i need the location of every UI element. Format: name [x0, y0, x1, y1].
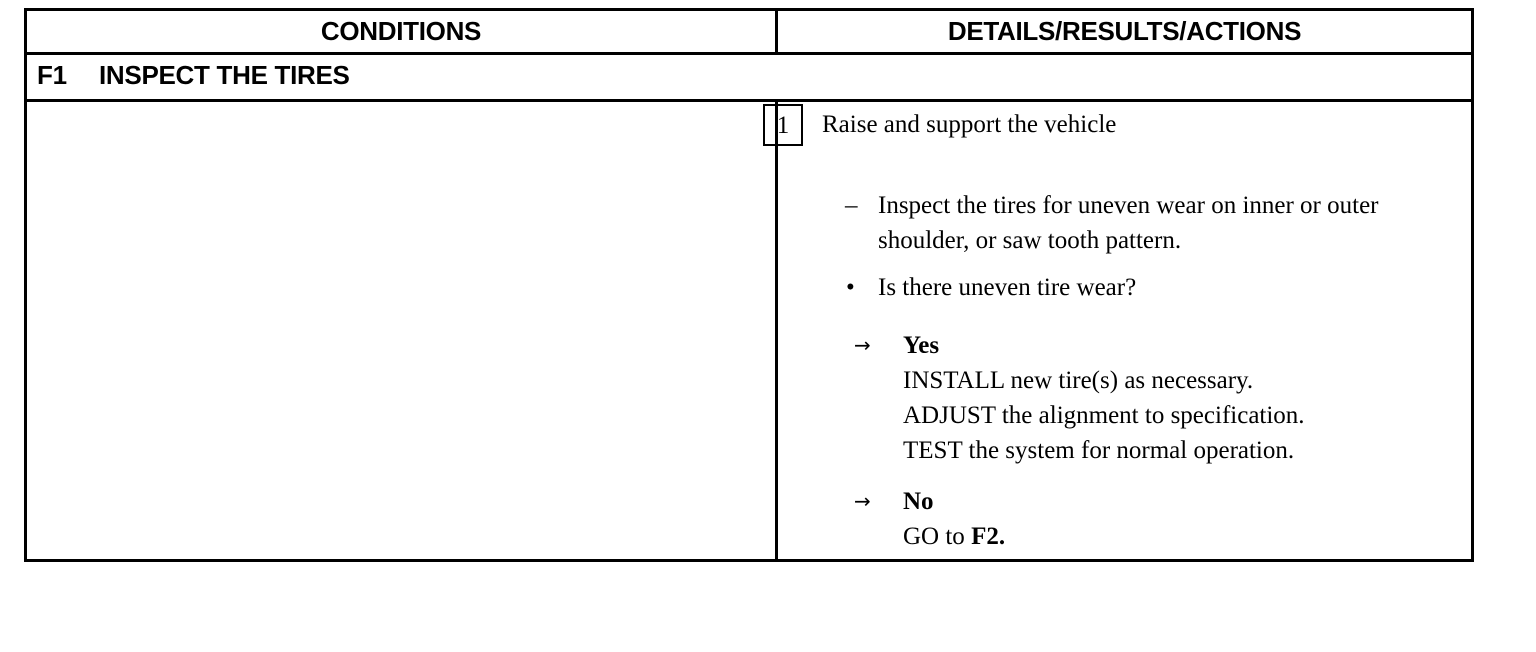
section-code: F1	[37, 60, 67, 90]
answer-no-label: No	[903, 488, 934, 515]
header-details-results-actions: DETAILS/RESULTS/ACTIONS	[947, 16, 1302, 46]
goto-prefix: GO to	[903, 523, 972, 550]
table-header-row: CONDITIONS DETAILS/RESULTS/ACTIONS	[27, 11, 1471, 55]
step-number: 1	[776, 111, 790, 139]
step-instruction: Raise and support the vehicle	[822, 111, 1117, 138]
dash-marker: –	[845, 192, 858, 219]
step-number-box: 1	[763, 104, 803, 146]
section-heading-row: F1 INSPECT THE TIRES	[27, 55, 1471, 102]
yes-arrow-icon: →	[854, 333, 871, 357]
diagnostic-table: CONDITIONS DETAILS/RESULTS/ACTIONS F1 IN…	[24, 8, 1474, 562]
diagnostic-question: Is there uneven tire wear?	[878, 274, 1137, 301]
inspection-instruction: Inspect the tires for uneven wear on inn…	[878, 192, 1379, 254]
column-divider	[775, 11, 778, 55]
answer-yes-label: Yes	[903, 332, 940, 359]
answer-yes-action: ADJUST the alignment to specification.	[903, 402, 1305, 429]
answer-yes-action: TEST the system for normal operation.	[903, 437, 1295, 464]
no-arrow-icon: →	[854, 489, 871, 513]
header-conditions: CONDITIONS	[320, 16, 482, 46]
section-title: INSPECT THE TIRES	[99, 60, 350, 90]
answer-no-action: GO to F2.	[903, 519, 1005, 554]
column-divider	[775, 102, 778, 559]
bullet-marker: •	[846, 274, 855, 301]
goto-target-link[interactable]: F2.	[971, 523, 1006, 550]
answer-yes-action: INSTALL new tire(s) as necessary.	[903, 367, 1254, 394]
